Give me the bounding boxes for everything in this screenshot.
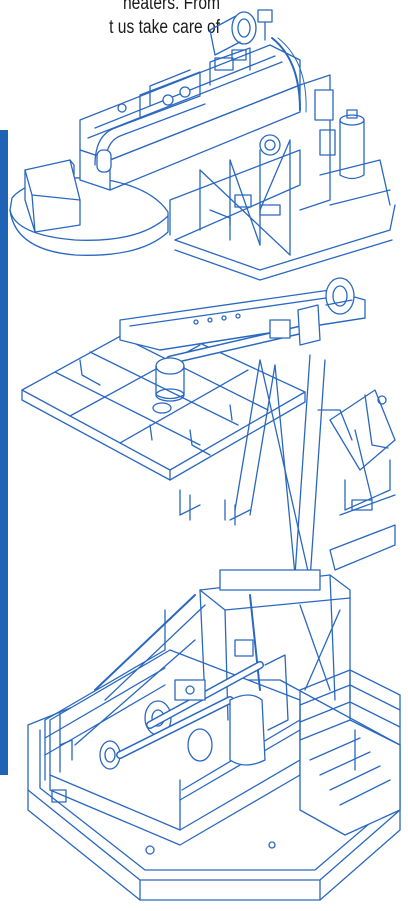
intro-text: heaters. From t us take care of <box>40 0 220 40</box>
processing-skid-icon <box>9 9 396 281</box>
pipe-rack-platform-icon <box>21 277 396 581</box>
intro-text-line-2: t us take care of <box>109 17 220 38</box>
pump-skid-icon <box>27 569 401 901</box>
accent-bar <box>0 130 8 775</box>
intro-text-line-1: heaters. From <box>123 0 220 14</box>
